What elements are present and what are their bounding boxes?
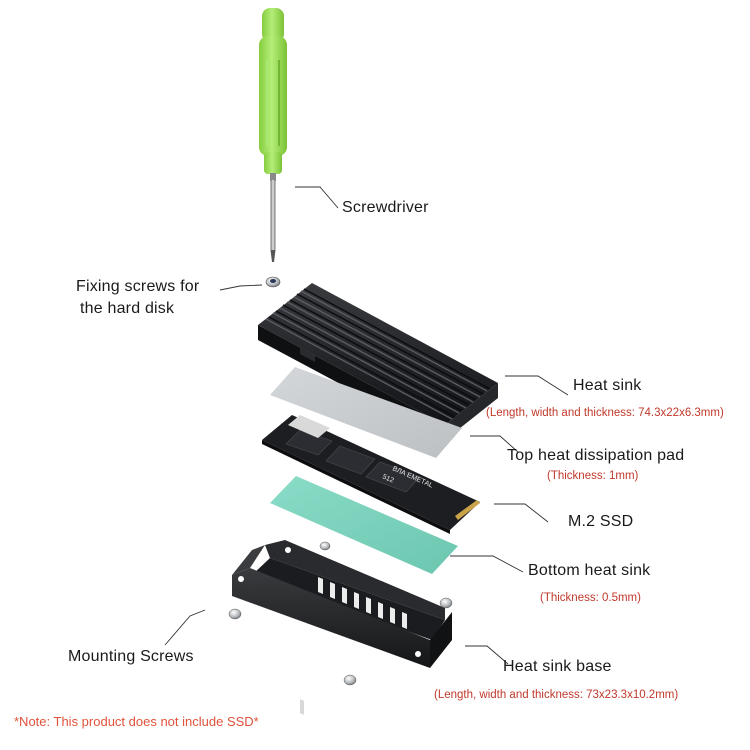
screwdriver-illustration: [259, 8, 287, 262]
label-fixing-screws-line2: the hard disk: [80, 300, 175, 317]
ssd-capacity-text: 512: [381, 473, 395, 484]
top-heat-pad-illustration: [270, 367, 462, 458]
mounting-screws-illustration: [228, 541, 453, 686]
label-bottom-heat-sink-thickness: (Thickness: 0.5mm): [540, 592, 641, 604]
label-heat-sink-base-dimensions: (Length, width and thickness: 73x23.3x10…: [434, 689, 679, 701]
label-bottom-heat-sink: Bottom heat sink: [528, 562, 651, 579]
leader-lines: [164, 186, 569, 665]
label-screwdriver: Screwdriver: [342, 199, 429, 216]
label-heat-sink-dimensions: (Length, width and thickness: 74.3x22x6.…: [486, 407, 724, 419]
label-fixing-screws-line1: Fixing screws for: [76, 278, 200, 295]
label-top-heat-pad-thickness: (Thickness: 1mm): [547, 470, 639, 482]
heat-sink-base-illustration: [232, 540, 452, 715]
label-heat-sink: Heat sink: [573, 377, 642, 394]
ssd-not-included-note: *Note: This product does not include SSD…: [14, 714, 259, 729]
m2-ssd-illustration: ВЛА ЕМЕТАL 512: [262, 415, 480, 534]
bottom-heat-pad-illustration: [270, 476, 458, 574]
label-top-heat-pad: Top heat dissipation pad: [507, 447, 685, 464]
fixing-screw-illustration: [265, 276, 281, 288]
label-m2-ssd: M.2 SSD: [568, 513, 634, 530]
label-mounting-screws: Mounting Screws: [68, 648, 194, 665]
label-heat-sink-base: Heat sink base: [503, 658, 612, 675]
